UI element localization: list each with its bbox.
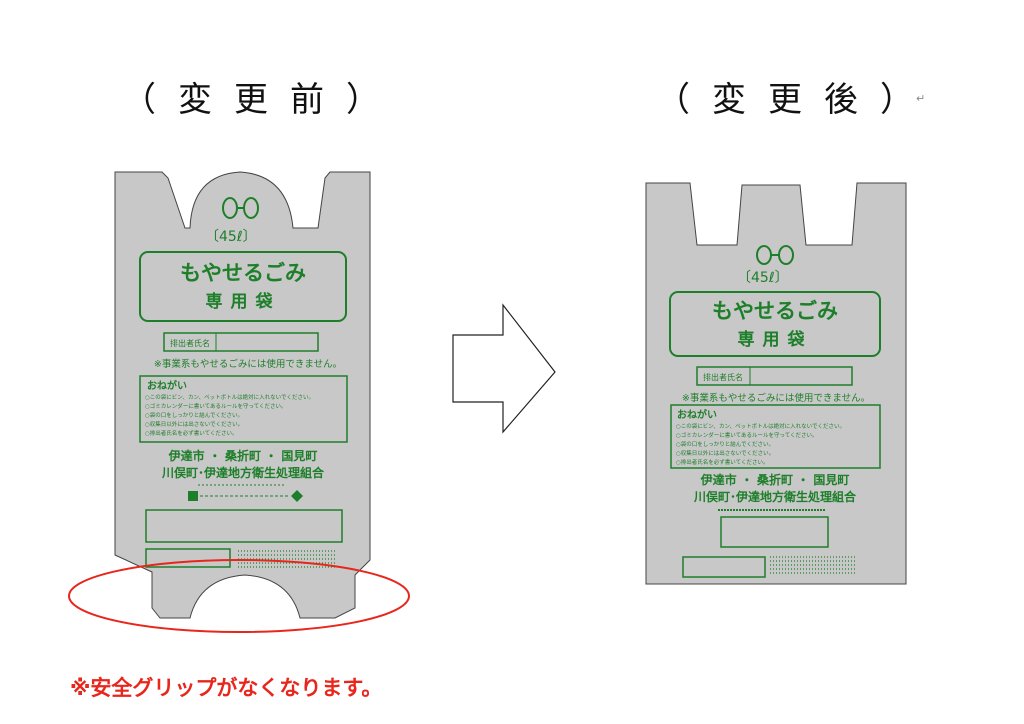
bag-after-warning: ※事業系もやせるごみには使用できません。 — [682, 392, 870, 404]
bag-after-name-label: 排出者氏名 — [703, 372, 743, 382]
bag-before-municipalities-line2: 川俣町･伊達地方衛生処理組合 — [161, 465, 325, 480]
bag-before-title-box — [139, 251, 347, 322]
grip-removal-note: ※安全グリップがなくなります。 — [70, 676, 383, 700]
bag-after-size: 〔45ℓ〕 — [737, 270, 789, 286]
two-ovals-connector-icon — [756, 245, 794, 265]
bag-before-request-item: ○ゴミカレンダーに書いてあるルールを守ってください。 — [145, 402, 287, 410]
bag-before-request-title: おねがい — [147, 379, 187, 392]
bag-before-dot-pattern — [238, 550, 336, 568]
bag-after-municipalities-line2: 川俣町･伊達地方衛生処理組合 — [693, 489, 857, 504]
bag-after-request-item: ○排出者氏名を必ず書いてください。 — [676, 458, 768, 466]
grip-highlight-ellipse — [68, 559, 410, 633]
two-ovals-connector-icon — [222, 197, 259, 219]
bag-after-name-field — [696, 366, 853, 386]
bag-after-request-box — [670, 404, 881, 469]
bag-after-title-line2: 専用袋 — [738, 329, 813, 350]
bag-after-title-box — [669, 291, 881, 357]
bag-after-box-large — [720, 516, 829, 548]
bag-after-request-title: おねがい — [677, 408, 717, 421]
heading-after: （変更後） — [656, 80, 936, 120]
bag-before-request-item: ○収集日以外には出さないでください。 — [145, 420, 243, 428]
bag-before-municipalities-line1: 伊達市 ・ 桑折町 ・ 国見町 — [168, 448, 318, 463]
bag-after-dot-pattern — [770, 556, 857, 574]
bag-before-warning: ※事業系もやせるごみには使用できません。 — [154, 358, 342, 370]
bag-before-box-large — [145, 509, 343, 543]
bag-before-request-item: ○排出者氏名を必ず書いてください。 — [145, 429, 237, 437]
bag-before-size: 〔45ℓ〕 — [205, 229, 257, 245]
bag-after-request-item: ○ゴミカレンダーに書いてあるルールを守ってください。 — [676, 431, 818, 439]
bag-after-box-small — [682, 556, 766, 578]
bag-after: 〔45ℓ〕 もやせるごみ 専用袋 排出者氏名 ※事業系もやせるごみには使用できま… — [645, 182, 907, 585]
bag-after-municipalities-line1: 伊達市 ・ 桑折町 ・ 国見町 — [700, 472, 850, 487]
bag-before-request-box — [139, 375, 348, 443]
bag-after-request-item: ○この袋にビン、カン、ペットボトルは絶対に入れないでください。 — [676, 422, 845, 430]
bag-before-title-line2: 専用袋 — [206, 291, 281, 312]
bag-before-name-label: 排出者氏名 — [170, 338, 210, 348]
heading-before: （変更前） — [122, 80, 402, 120]
bag-before-square-mark — [188, 491, 198, 501]
bag-after-title-line1: もやせるごみ — [712, 299, 838, 323]
right-arrow-icon — [452, 303, 556, 434]
bag-after-request-item: ○収集日以外には出さないでください。 — [676, 449, 774, 457]
bag-before-title-line1: もやせるごみ — [180, 261, 306, 285]
bag-before-request-item: ○この袋にビン、カン、ペットボトルは絶対に入れないでください。 — [145, 393, 314, 401]
bag-before: 〔45ℓ〕 もやせるごみ 専用袋 排出者氏名 ※事業系もやせるごみには使用できま… — [114, 171, 371, 619]
return-mark: ↵ — [916, 92, 926, 105]
bag-before-name-field — [163, 332, 319, 352]
bag-before-diamond-mark — [291, 490, 303, 502]
bag-before-request-item: ○袋の口をしっかりと結んでください。 — [145, 411, 243, 419]
bag-after-request-item: ○袋の口をしっかりと結んでください。 — [676, 440, 774, 448]
